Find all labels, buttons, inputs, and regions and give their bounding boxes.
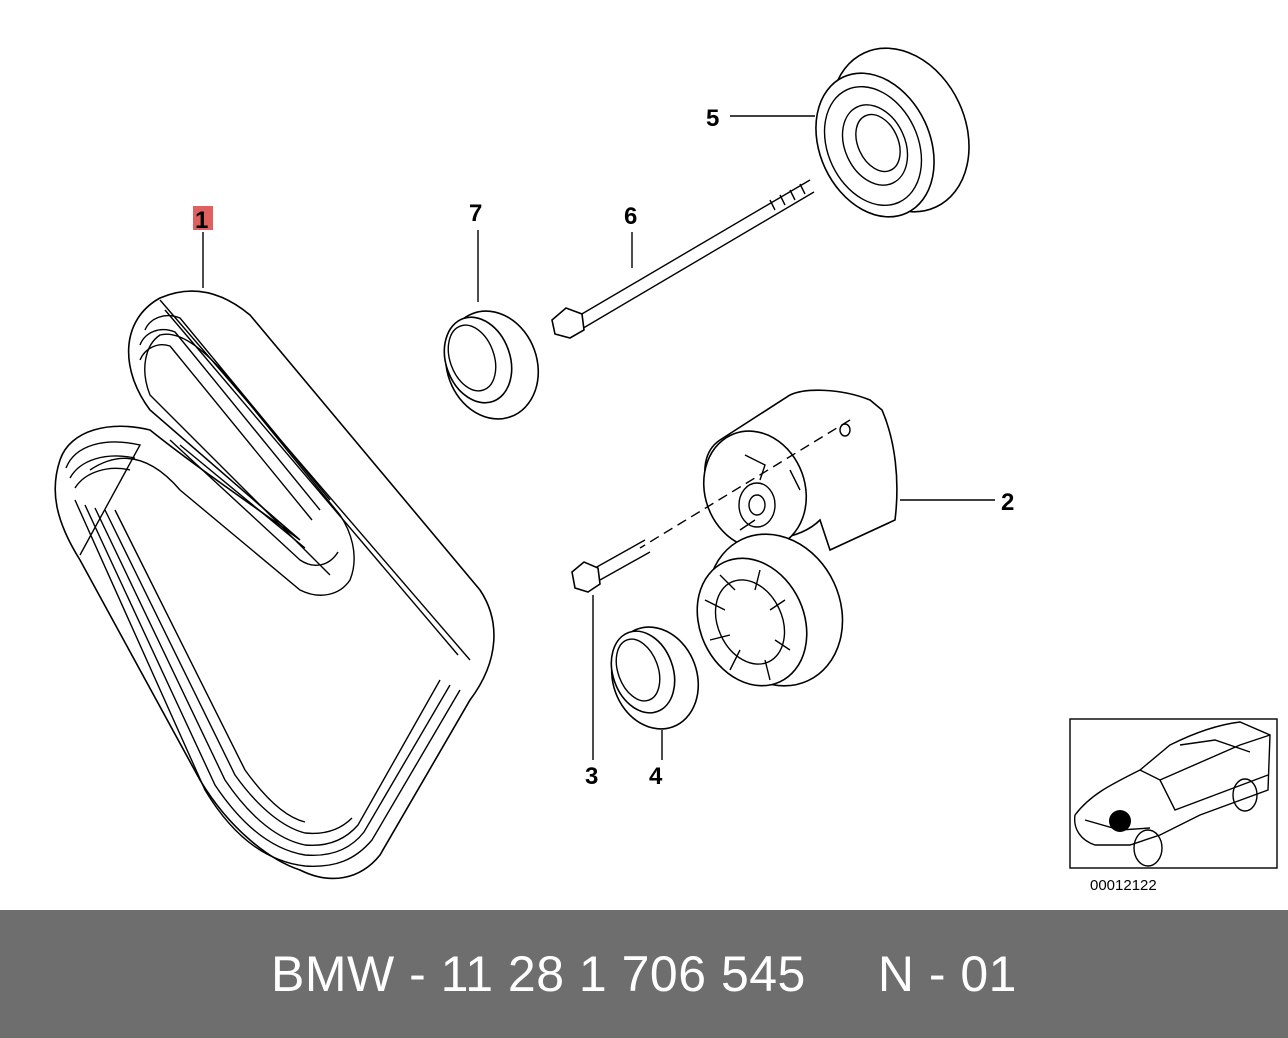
drive-belt xyxy=(54,290,495,880)
long-bolt xyxy=(551,179,815,339)
footer-bar: BMW - 11 28 1 706 545 N - 01 xyxy=(0,910,1288,1038)
callout-1[interactable]: 1 xyxy=(195,207,208,234)
callout-5[interactable]: 5 xyxy=(706,105,719,132)
short-bolt xyxy=(571,539,651,593)
diagram-code: 00012122 xyxy=(1090,877,1157,894)
callout-1-highlight xyxy=(193,206,213,230)
parts-diagram: 1 2 3 4 5 6 7 00012122 xyxy=(54,47,1278,894)
bearing-cap xyxy=(443,310,540,420)
callout-2[interactable]: 2 xyxy=(1001,489,1014,516)
vehicle-thumbnail xyxy=(1069,718,1278,869)
part-number-label: BMW - 11 28 1 706 545 N - 01 xyxy=(271,946,1017,1002)
location-dot xyxy=(1109,810,1131,832)
callout-3[interactable]: 3 xyxy=(585,763,598,790)
callout-6[interactable]: 6 xyxy=(624,203,637,230)
callout-7[interactable]: 7 xyxy=(469,200,482,227)
belt-tensioner xyxy=(639,389,898,687)
callout-4[interactable]: 4 xyxy=(649,763,663,790)
idler-pulley xyxy=(815,47,970,218)
bearing-cap-small xyxy=(610,626,700,730)
